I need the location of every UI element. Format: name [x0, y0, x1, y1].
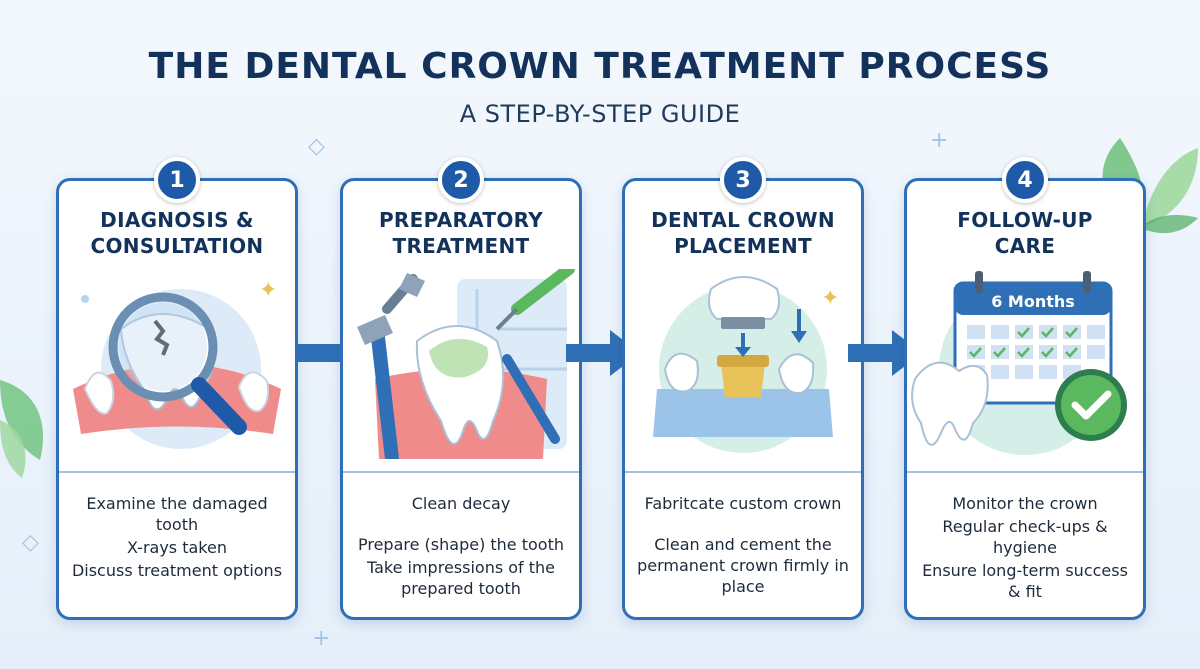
svg-text:✦: ✦: [659, 313, 671, 329]
plus-sparkle-icon: +: [312, 626, 331, 651]
step-number-badge: 1: [154, 157, 200, 203]
step-item: Monitor the crown: [952, 494, 1098, 513]
leaf-decoration-left: [0, 380, 44, 478]
diamond-sparkle-icon: ◇: [308, 134, 325, 159]
crown-placement-icon: ✦ ✦: [653, 276, 839, 453]
step-title: PREPARATORY TREATMENT: [378, 208, 544, 258]
step-description: Clean decay Prepare (shape) the tooth Ta…: [355, 493, 567, 601]
plus-sparkle-icon: +: [930, 128, 949, 153]
step-description: Fabritcate custom crown Clean and cement…: [637, 493, 849, 599]
step-card-3: 3 DENTAL CROWN PLACEMENT ✦ ✦ Fabritcate …: [622, 157, 864, 620]
step-item: Discuss treatment options: [71, 561, 283, 580]
step-item: Examine the damaged tooth: [86, 494, 268, 534]
step-number-badge: 4: [1002, 157, 1048, 203]
step-card-2: 2 PREPARATORY TREATMENT Clean decay Prep…: [340, 157, 582, 620]
divider: [343, 471, 579, 473]
arrow-right-icon: [566, 330, 640, 376]
step-item: Ensure long-term success & fit: [922, 561, 1128, 601]
divider: [625, 471, 861, 473]
step-title: DIAGNOSIS & CONSULTATION: [90, 208, 264, 258]
step-card-4: 4 FOLLOW-UP CARE 6 Months Monitor the cr…: [904, 157, 1146, 620]
divider: [59, 471, 295, 473]
svg-text:✦: ✦: [259, 278, 277, 303]
step-title: FOLLOW-UP CARE: [957, 208, 1093, 258]
step-item: Take impressions of the prepared tooth: [366, 558, 556, 598]
step-description: Monitor the crown Regular check-ups & hy…: [919, 493, 1131, 604]
step-item: Clean decay: [411, 494, 511, 513]
magnifier-tooth-icon: ✦: [73, 278, 281, 449]
step-description: Examine the damaged tooth X-rays taken D…: [71, 493, 283, 583]
dental-drill-icon: [357, 269, 575, 459]
page-title: THE DENTAL CROWN TREATMENT PROCESS: [148, 46, 1052, 87]
step-title: DENTAL CROWN PLACEMENT: [651, 208, 835, 258]
step-item: Clean and cement the permanent crown fir…: [637, 535, 849, 596]
step-number-badge: 2: [438, 157, 484, 203]
divider: [907, 471, 1143, 473]
step-number-badge: 3: [720, 157, 766, 203]
step-item: Regular check-ups & hygiene: [942, 517, 1108, 557]
calendar-check-icon: 6 Months: [911, 271, 1127, 455]
svg-text:✦: ✦: [821, 286, 839, 311]
step-item: Prepare (shape) the tooth: [357, 535, 564, 554]
step-card-1: 1 DIAGNOSIS & CONSULTATION ✦ Examine the…: [56, 157, 298, 620]
arrow-right-icon: [848, 330, 922, 376]
step-item: Fabritcate custom crown: [644, 494, 842, 513]
step-item: X-rays taken: [127, 538, 227, 557]
calendar-label: 6 Months: [991, 292, 1075, 311]
page-subtitle: A STEP-BY-STEP GUIDE: [459, 100, 741, 128]
diamond-sparkle-icon: ◇: [22, 530, 39, 555]
